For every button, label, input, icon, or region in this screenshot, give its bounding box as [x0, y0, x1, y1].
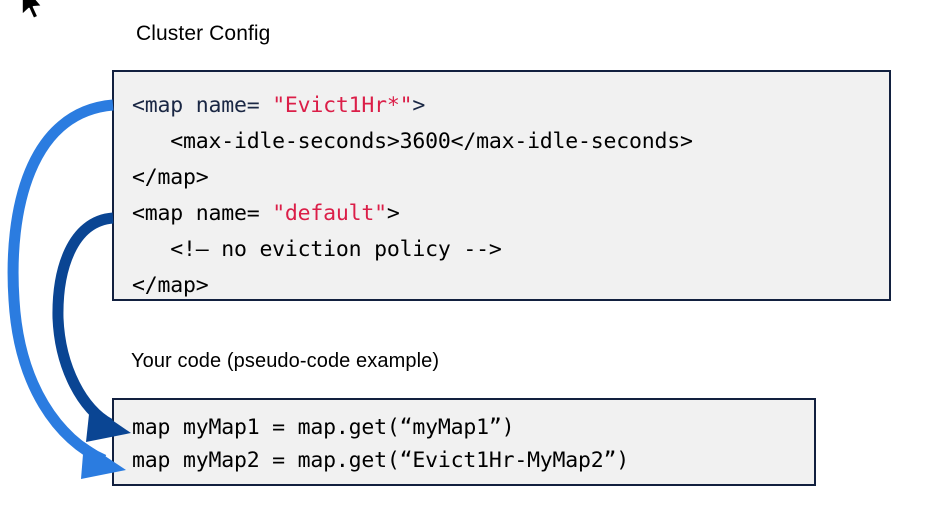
code-token: <map name=: [132, 93, 273, 118]
cluster-config-cfg-line-5: <!– no eviction policy -->: [132, 232, 889, 268]
cluster-config-cfg-line-6: </map>: [132, 268, 889, 299]
code-token: <max-idle-seconds>3600</max-idle-seconds…: [132, 129, 693, 154]
default-map-arrow: [7, 99, 126, 479]
your-code-heading: Your code (pseudo-code example): [131, 350, 440, 372]
code-token: "Evict1Hr*": [272, 93, 413, 118]
code-token: map myMap1 = map.get(“myMap1”): [132, 415, 515, 440]
code-token: <map name=: [132, 201, 273, 226]
mouse-pointer-icon: [21, 0, 43, 20]
cluster-config-code-block: <map name= "Evict1Hr*"> <max-idle-second…: [112, 70, 891, 301]
your-code-code-line-1: map myMap1 = map.get(“myMap1”): [132, 411, 814, 444]
code-token: </map>: [132, 165, 209, 190]
code-token: <!– no eviction policy -->: [132, 237, 502, 262]
code-token: "default": [272, 201, 387, 226]
cluster-config-cfg-line-2: <max-idle-seconds>3600</max-idle-seconds…: [132, 124, 889, 160]
code-token: </map>: [132, 273, 209, 298]
code-token: >: [412, 93, 426, 118]
code-token: map myMap2 = map.get(“Evict1Hr-MyMap2”): [132, 448, 630, 473]
cluster-config-cfg-line-3: </map>: [132, 160, 889, 196]
code-token: >: [386, 201, 400, 226]
cluster-config-cfg-line-1: <map name= "Evict1Hr*">: [132, 88, 889, 124]
cluster-config-cfg-line-4: <map name= "default">: [132, 196, 889, 232]
cluster-config-heading: Cluster Config: [136, 22, 271, 45]
your-code-code-line-2: map myMap2 = map.get(“Evict1Hr-MyMap2”): [132, 444, 814, 477]
your-code-code-block: map myMap1 = map.get(“myMap1”) map myMap2…: [112, 398, 816, 486]
